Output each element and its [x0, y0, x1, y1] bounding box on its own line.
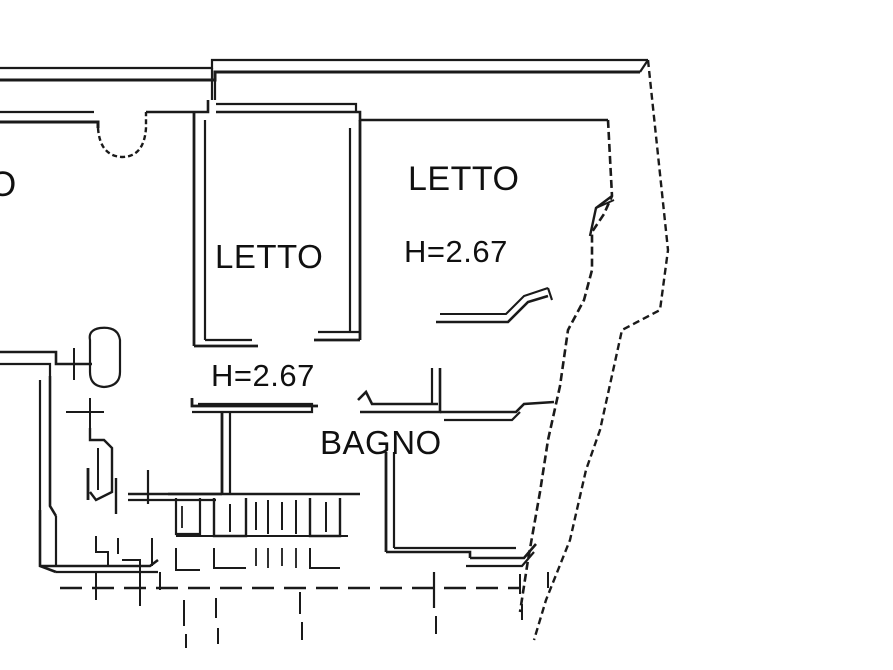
room-label-letto-right: LETTO [408, 160, 520, 198]
middle-horizontal-wall [190, 398, 318, 494]
window-niche-arc [96, 100, 210, 159]
ceiling-height-label-right: H=2.67 [404, 234, 508, 269]
top-exterior-wall [0, 58, 648, 128]
right-wall-jog [588, 195, 615, 237]
right-bedroom-door-stub [436, 287, 553, 324]
room-label-bagno: BAGNO [320, 424, 442, 461]
kitchen-fixture-row-lower [175, 548, 340, 571]
left-wall-ticks [146, 470, 161, 590]
center-bedroom-walls [192, 112, 362, 348]
left-closet [88, 428, 114, 502]
room-label-letto-center: LETTO [215, 238, 324, 275]
ceiling-height-label-center: H=2.67 [211, 358, 315, 393]
top-wall-inner-band [216, 102, 608, 122]
kitchen-fixture-row [168, 492, 360, 538]
fixture-cross-marks [62, 348, 104, 428]
bagno-walls [357, 368, 555, 558]
right-slanted-exterior-wall [518, 59, 670, 641]
left-bottom-jog [95, 536, 153, 578]
bottom-dashed-section-line [60, 572, 520, 606]
wall-linework [0, 58, 670, 648]
lower-tick-marks [183, 572, 549, 648]
clipped-room-label-left: O [0, 165, 17, 204]
lower-right-inner-wall [466, 543, 537, 568]
